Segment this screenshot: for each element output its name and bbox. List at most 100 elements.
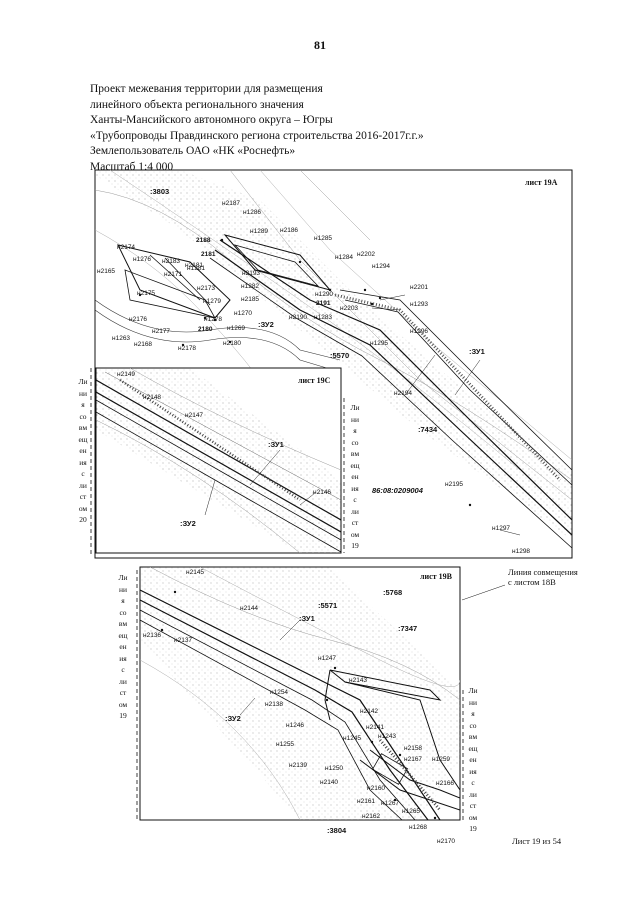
point-label: 2188 bbox=[196, 237, 211, 244]
land-plot-zu2-a: :ЗУ2 bbox=[258, 320, 274, 329]
point-label: н2137 bbox=[174, 637, 193, 644]
point-label: н1298 bbox=[512, 548, 531, 555]
point-label: н1278 bbox=[204, 316, 223, 323]
point-label: н1295 bbox=[370, 340, 389, 347]
point-label: н1296 bbox=[410, 328, 429, 335]
point-label: н2160 bbox=[367, 785, 386, 792]
point-label: 2181 bbox=[201, 251, 216, 258]
cadastral-7347: :7347 bbox=[398, 624, 418, 633]
point-label: н1269 bbox=[227, 325, 246, 332]
point-label: н1254 bbox=[270, 689, 289, 696]
point-label: н1263 bbox=[112, 335, 131, 342]
point-label: н1283 bbox=[314, 314, 333, 321]
point-label: н1279 bbox=[203, 298, 222, 305]
point-label: н1268 bbox=[409, 824, 428, 831]
match-line-note: Линия совмещения с листом 18В bbox=[508, 567, 578, 587]
cadastral-5570: :5570 bbox=[330, 351, 350, 360]
cadastral-5768: :5768 bbox=[383, 588, 403, 597]
header-line-3: Ханты-Мансийского автономного округа – Ю… bbox=[90, 114, 333, 127]
point-label: н1282 bbox=[241, 283, 260, 290]
point-label: н1293 bbox=[410, 301, 429, 308]
point-label: н1270 bbox=[234, 310, 253, 317]
point-label: н1255 bbox=[276, 741, 295, 748]
point-label: н2171 bbox=[164, 271, 183, 278]
point-label: н1250 bbox=[325, 765, 344, 772]
point-label: н2143 bbox=[349, 677, 368, 684]
point-label: н2147 bbox=[185, 412, 204, 419]
point-label: н1276 bbox=[133, 256, 152, 263]
point-label: н2136 bbox=[143, 632, 162, 639]
land-plot-zu1-a: :ЗУ1 bbox=[469, 347, 485, 356]
header-line-2: линейного объекта регионального значения bbox=[90, 98, 304, 111]
point-label: н2193 bbox=[242, 270, 261, 277]
point-label: 2180 bbox=[198, 326, 213, 333]
sheet-19c-title: лист 19С bbox=[298, 376, 331, 385]
point-label: н1259 bbox=[432, 756, 451, 763]
point-label: н2186 bbox=[280, 227, 299, 234]
cadastral-3804: :3804 bbox=[327, 826, 347, 835]
point-label: н2167 bbox=[404, 756, 423, 763]
point-label: н2194 bbox=[394, 390, 413, 397]
point-label: н2140 bbox=[320, 779, 339, 786]
point-label: н2183 bbox=[162, 258, 181, 265]
point-label: н1243 bbox=[378, 733, 397, 740]
point-label: н1286 bbox=[243, 209, 262, 216]
point-label: н2145 bbox=[186, 569, 205, 576]
point-label: н2202 bbox=[357, 251, 376, 258]
point-label: н2168 bbox=[134, 341, 153, 348]
point-label: н2158 bbox=[404, 745, 423, 752]
point-label: н2180 bbox=[223, 340, 242, 347]
point-label: н2190 bbox=[289, 314, 308, 321]
point-label: н2148 bbox=[143, 394, 162, 401]
point-label: н1267 bbox=[381, 800, 400, 807]
sheet-counter: Лист 19 из 54 bbox=[512, 836, 562, 846]
point-label: н2142 bbox=[360, 708, 379, 715]
cadastral-3803: :3803 bbox=[150, 187, 170, 196]
point-label: н2141 bbox=[366, 724, 385, 731]
point-label: н2177 bbox=[152, 328, 171, 335]
sheet-19b-title: лист 19В bbox=[420, 572, 452, 581]
point-label: н2146 bbox=[313, 489, 332, 496]
point-label: 2191 bbox=[316, 300, 331, 307]
cadastral-5571: :5571 bbox=[318, 601, 338, 610]
point-label: н2178 bbox=[178, 345, 197, 352]
header-line-4: «Трубопроводы Правдинского региона строи… bbox=[90, 129, 424, 142]
point-label: н2165 bbox=[97, 268, 116, 275]
header-line-1: Проект межевания территории для размещен… bbox=[90, 83, 323, 95]
point-label: н1294 bbox=[372, 263, 391, 270]
sheet-19a-title: лист 19А bbox=[525, 178, 558, 187]
point-label: н2201 bbox=[410, 284, 429, 291]
point-label: н1285 bbox=[314, 235, 333, 242]
point-label: н2187 bbox=[222, 200, 241, 207]
point-label: н2170 bbox=[437, 838, 456, 845]
point-label: н2162 bbox=[362, 813, 381, 820]
point-label: н1245 bbox=[343, 735, 362, 742]
point-label: н1289 bbox=[250, 228, 269, 235]
point-label: н2173 bbox=[197, 285, 216, 292]
page-number: 81 bbox=[314, 38, 326, 52]
land-plot-zu2-c: :ЗУ2 bbox=[180, 519, 196, 528]
land-plot-zu1-b: :ЗУ1 bbox=[299, 614, 315, 623]
point-label: н2161 bbox=[357, 798, 376, 805]
point-label: н2203 bbox=[340, 305, 359, 312]
point-label: н2195 bbox=[445, 481, 464, 488]
point-label: н2166 bbox=[436, 780, 455, 787]
point-label: н1281 bbox=[187, 265, 206, 272]
match-note-line-2: с листом 18В bbox=[508, 577, 556, 587]
cadastral-quarter: 86:08:0209004 bbox=[372, 486, 423, 495]
point-label: н2149 bbox=[117, 371, 136, 378]
point-label: н1290 bbox=[315, 291, 334, 298]
match-note-line-1: Линия совмещения bbox=[508, 567, 578, 577]
point-label: н2185 bbox=[241, 296, 260, 303]
point-label: н2181 bbox=[185, 262, 204, 269]
point-label: н2139 bbox=[289, 762, 308, 769]
point-label: н2176 bbox=[129, 316, 148, 323]
land-plot-zu1-c: :ЗУ1 bbox=[268, 440, 284, 449]
point-label: н2144 bbox=[240, 605, 259, 612]
header-line-5: Землепользователь ОАО «НК «Роснефть» bbox=[90, 145, 296, 158]
